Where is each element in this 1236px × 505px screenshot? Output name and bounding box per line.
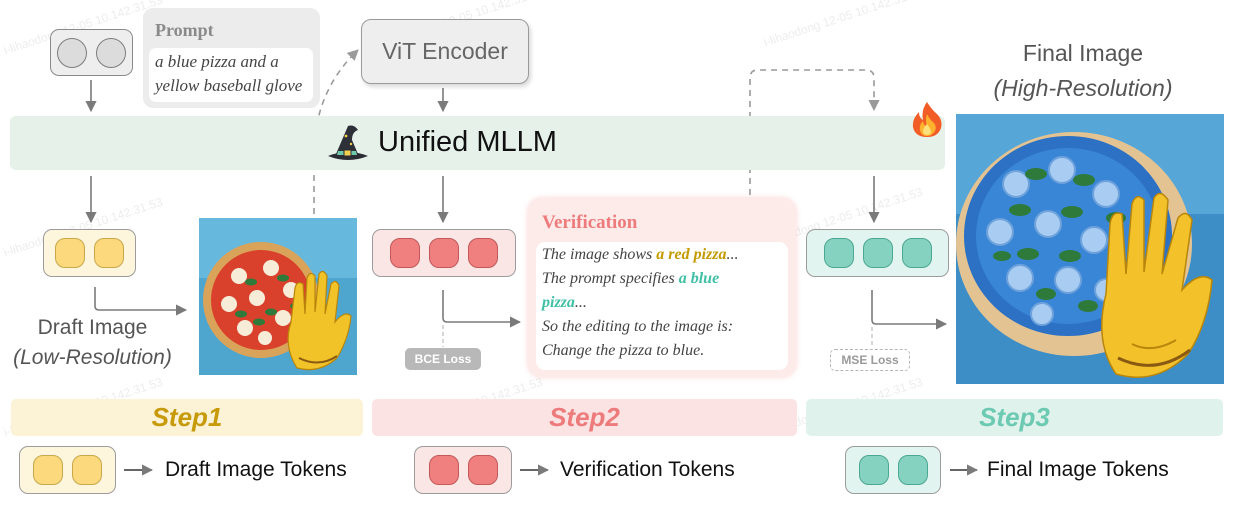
verification-line-2: The prompt specifies a blue — [542, 270, 719, 288]
verification-box: Verification The image shows a red pizza… — [528, 198, 796, 377]
step-2-banner: Step2 — [372, 399, 797, 436]
verification-line-4: So the editing to the image is: — [542, 318, 734, 335]
bce-loss-badge: BCE Loss — [405, 348, 481, 370]
prompt-text-line-2: yellow baseball glove — [155, 76, 303, 95]
verification-line-2-pre: The prompt specifies — [542, 270, 679, 287]
legend-verification-token — [428, 455, 459, 485]
final-token — [862, 238, 893, 268]
verification-line-1: The image shows a red pizza... — [542, 246, 738, 264]
verification-highlight-pizza: pizza — [542, 294, 575, 311]
wizard-hat-icon — [328, 125, 368, 160]
legend-final-token-group — [845, 446, 941, 494]
legend-final-token — [858, 455, 889, 485]
final-token — [823, 238, 854, 268]
legend-draft-token-group — [19, 446, 116, 494]
vit-encoder-label: ViT Encoder — [382, 38, 508, 64]
legend-final-token — [897, 455, 928, 485]
final-image-subtitle: (High-Resolution) — [993, 75, 1173, 101]
verification-token — [468, 238, 498, 268]
draft-image — [199, 218, 357, 375]
vit-encoder-box: ViT Encoder — [361, 19, 529, 84]
prompt-box: Prompt a blue pizza and a yellow basebal… — [143, 8, 320, 108]
prompt-token — [57, 37, 87, 68]
arrow-final-tokens-to-image — [871, 290, 948, 330]
prompt-token-group — [50, 29, 133, 76]
arrow-draft-tokens-to-image — [94, 287, 188, 316]
final-token-group — [806, 229, 949, 277]
step-1-banner: Step1 — [11, 399, 363, 436]
unified-mllm-label: Unified MLLM — [378, 126, 557, 158]
legend-verification-token-group — [414, 446, 512, 494]
step-3-banner: Step3 — [806, 399, 1223, 436]
verification-line-1-pre: The image shows — [542, 246, 657, 263]
verification-line-1-post: ... — [726, 246, 739, 263]
verification-line-3: pizza... — [542, 294, 587, 312]
arrow-verification-tokens-to-text — [442, 290, 522, 328]
draft-token — [94, 238, 124, 268]
step-3-label: Step3 — [979, 402, 1050, 432]
fire-icon — [912, 102, 942, 137]
final-token — [901, 238, 932, 268]
draft-image-title: Draft Image — [37, 316, 148, 339]
verification-token — [429, 238, 459, 268]
legend-verification-label: Verification Tokens — [560, 458, 735, 481]
draft-image-subtitle: (Low-Resolution) — [13, 346, 172, 369]
draft-token — [55, 238, 85, 268]
legend-draft-label: Draft Image Tokens — [165, 458, 347, 481]
final-image — [956, 114, 1224, 384]
prompt-title: Prompt — [155, 20, 214, 40]
verification-text-box: The image shows a red pizza... The promp… — [536, 242, 788, 370]
verification-highlight-blue: a blue — [678, 270, 720, 287]
mse-loss-badge: MSE Loss — [830, 349, 910, 371]
step-1-label: Step1 — [151, 402, 223, 432]
legend-verification-token — [467, 455, 498, 485]
verification-title: Verification — [542, 212, 638, 233]
draft-token-group — [43, 229, 136, 277]
dashed-arrow-verification-to-mllm — [749, 69, 880, 195]
verification-token — [390, 238, 420, 268]
verification-highlight-red-pizza: a red pizza — [656, 246, 727, 263]
verification-line-3-post: ... — [574, 294, 587, 311]
verification-line-5: Change the pizza to blue. — [542, 342, 705, 359]
unified-mllm-bar: Unified MLLM — [10, 116, 945, 170]
prompt-text-line-1: a blue pizza and a — [155, 52, 279, 71]
prompt-token — [96, 37, 126, 68]
final-image-title: Final Image — [1022, 40, 1144, 66]
final-image-label: Final Image (High-Resolution) — [960, 40, 1206, 102]
prompt-text-box: a blue pizza and a yellow baseball glove — [149, 48, 313, 102]
verification-token-group — [372, 229, 516, 277]
legend-draft-token — [33, 455, 63, 485]
step-2-label: Step2 — [549, 402, 620, 432]
draft-image-label: Draft Image (Low-Resolution) — [5, 316, 180, 370]
legend-final-label: Final Image Tokens — [987, 458, 1169, 481]
legend-draft-token — [72, 455, 102, 485]
